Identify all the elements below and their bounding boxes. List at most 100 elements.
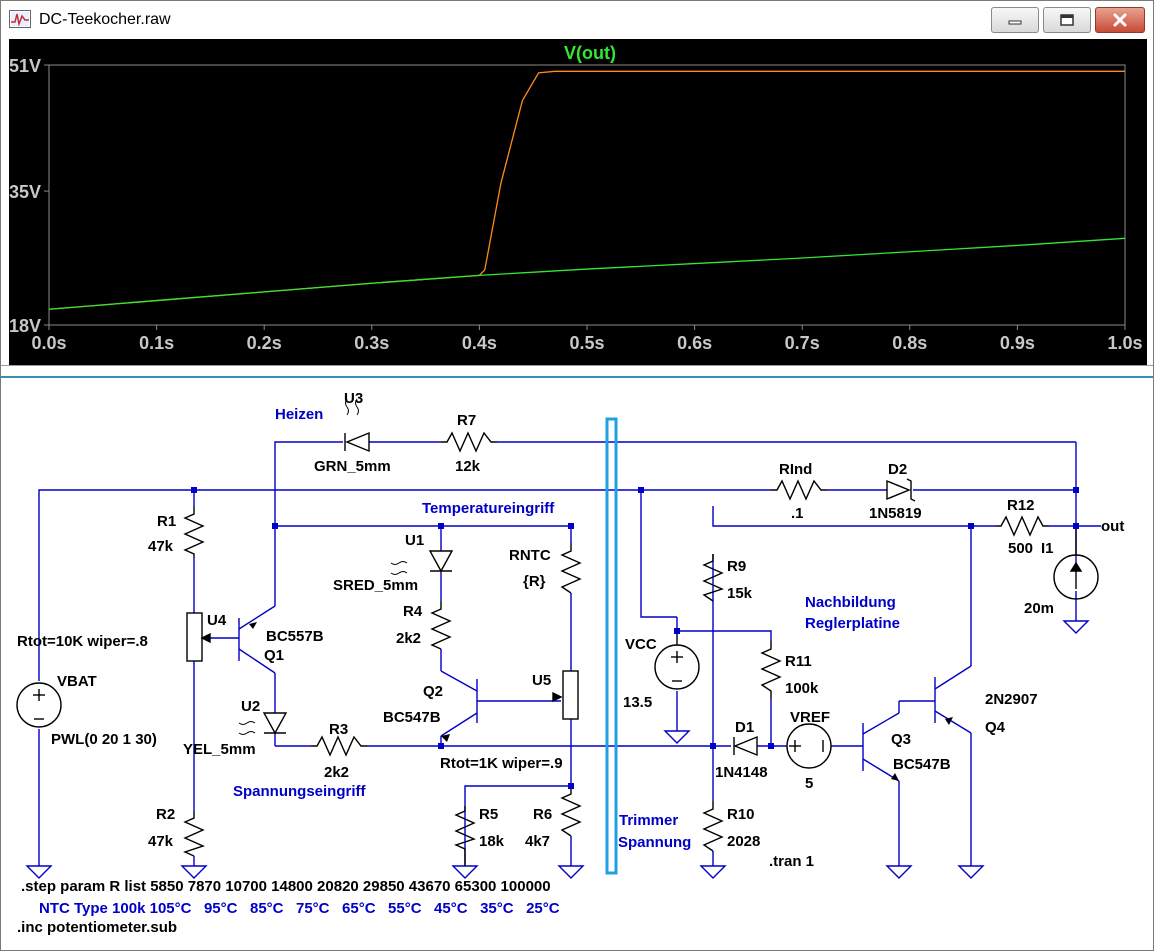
label-q2: Q2 — [423, 683, 443, 700]
resistors — [183, 431, 1049, 866]
label-vref: VREF — [790, 709, 830, 726]
trace-series-2 — [48, 237, 1126, 310]
label-u1: U1 — [405, 532, 424, 549]
diodes — [262, 431, 916, 757]
plot-frame — [48, 64, 1126, 326]
potentiometers — [186, 612, 579, 720]
label-d2v: 1N5819 — [869, 505, 922, 522]
label-r9: R9 — [727, 558, 746, 575]
label-sred: SRED_5mm — [333, 577, 418, 594]
close-icon — [1113, 13, 1127, 27]
led-emission-marks — [238, 398, 408, 735]
label-r5v: 18k — [479, 833, 505, 850]
wires — [38, 441, 1101, 866]
label-q3: Q3 — [891, 731, 911, 748]
label-pwl: PWL(0 20 1 30) — [51, 731, 157, 748]
x-tick-label: 0.6s — [677, 333, 712, 353]
label-rind: RInd — [779, 461, 812, 478]
label-u4: U4 — [207, 612, 227, 629]
plot-traces — [48, 70, 1126, 310]
label-u3: U3 — [344, 390, 363, 407]
y-tick-label: 35V — [9, 182, 41, 202]
schematic-canvas[interactable]: U3 GRN_5mm R7 12k RInd .1 D2 1N5819 R12 … — [9, 379, 1147, 945]
label-out: out — [1101, 518, 1124, 535]
maximize-button[interactable] — [1043, 7, 1091, 33]
label-r12v: 500 — [1008, 540, 1033, 557]
close-button[interactable] — [1095, 7, 1145, 33]
label-i1v: 20m — [1024, 600, 1054, 617]
ground-symbols — [25, 620, 1090, 879]
schematic-pane[interactable]: U3 GRN_5mm R7 12k RInd .1 D2 1N5819 R12 … — [9, 379, 1147, 945]
label-vcc: VCC — [625, 636, 657, 653]
label-r2v: 47k — [148, 833, 174, 850]
label-r4: R4 — [403, 603, 423, 620]
x-tick-label: 0.8s — [892, 333, 927, 353]
label-bc557b: BC557B — [266, 628, 324, 645]
comment-spannungseingriff: Spannungseingriff — [233, 783, 367, 800]
label-tran: .tran 1 — [769, 853, 814, 870]
maximize-icon — [1060, 14, 1074, 26]
plot-title[interactable]: V(out) — [564, 43, 616, 63]
transistor-arrows — [249, 622, 953, 781]
label-r6v: 4k7 — [525, 833, 550, 850]
label-grn: GRN_5mm — [314, 458, 391, 475]
x-tick-label: 0.5s — [569, 333, 604, 353]
comment-trimmer: Trimmer — [619, 812, 678, 829]
pane-splitter-line — [1, 376, 1153, 378]
label-vbat: VBAT — [57, 673, 97, 690]
junction-dots — [191, 487, 1079, 789]
comment-heizen: Heizen — [275, 406, 323, 423]
label-rntcv: {R} — [523, 573, 546, 590]
x-tick-label: 0.0s — [31, 333, 66, 353]
label-u5: U5 — [532, 672, 551, 689]
label-d1v: 1N4148 — [715, 764, 768, 781]
label-r6: R6 — [533, 806, 552, 823]
label-r9v: 15k — [727, 585, 753, 602]
title-bar[interactable]: DC-Teekocher.raw — [1, 1, 1153, 39]
comment-spannung: Spannung — [618, 834, 691, 851]
label-bc547b-q2: BC547B — [383, 709, 441, 726]
sources — [16, 526, 1099, 769]
label-rindv: .1 — [791, 505, 804, 522]
label-2n2907: 2N2907 — [985, 691, 1038, 708]
y-tick-label: 51V — [9, 56, 41, 76]
label-r3: R3 — [329, 721, 348, 738]
x-tick-label: 0.2s — [247, 333, 282, 353]
label-r7v: 12k — [455, 458, 481, 475]
x-tick-label: 0.7s — [785, 333, 820, 353]
label-d2: D2 — [888, 461, 907, 478]
label-vccv: 13.5 — [623, 694, 652, 711]
label-bc547b-q3: BC547B — [893, 756, 951, 773]
x-tick-label: 0.9s — [1000, 333, 1035, 353]
label-i1: I1 — [1041, 540, 1054, 557]
component-labels: U3 GRN_5mm R7 12k RInd .1 D2 1N5819 R12 … — [17, 390, 1124, 936]
label-r1v: 47k — [148, 538, 174, 555]
x-tick-label: 1.0s — [1107, 333, 1142, 353]
label-r10: R10 — [727, 806, 755, 823]
label-inc: .inc potentiometer.sub — [17, 919, 177, 936]
label-r1: R1 — [157, 513, 176, 530]
label-r11: R11 — [785, 653, 812, 670]
label-rtot1: Rtot=1K wiper=.9 — [440, 755, 563, 772]
label-r10v: 2028 — [727, 833, 760, 850]
minimize-icon — [1008, 20, 1022, 25]
comment-reglerplatine: Reglerplatine — [805, 615, 900, 632]
label-step: .step param R list 5850 7870 10700 14800… — [21, 878, 551, 895]
label-vrefv: 5 — [805, 775, 813, 792]
trimmer-divider-bar — [605, 417, 618, 875]
label-d1: D1 — [735, 719, 754, 736]
label-r4v: 2k2 — [396, 630, 421, 647]
comment-labels: Heizen Temperatureingriff Nachbildung Re… — [39, 406, 900, 917]
pane-splitter[interactable] — [1, 365, 1153, 377]
label-r11v: 100k — [785, 680, 819, 697]
label-yel: YEL_5mm — [183, 741, 256, 758]
label-r5: R5 — [479, 806, 498, 823]
minimize-button[interactable] — [991, 7, 1039, 33]
label-rtot10: Rtot=10K wiper=.8 — [17, 633, 148, 650]
label-r12: R12 — [1007, 497, 1035, 514]
trace-series-1 — [48, 70, 1125, 310]
